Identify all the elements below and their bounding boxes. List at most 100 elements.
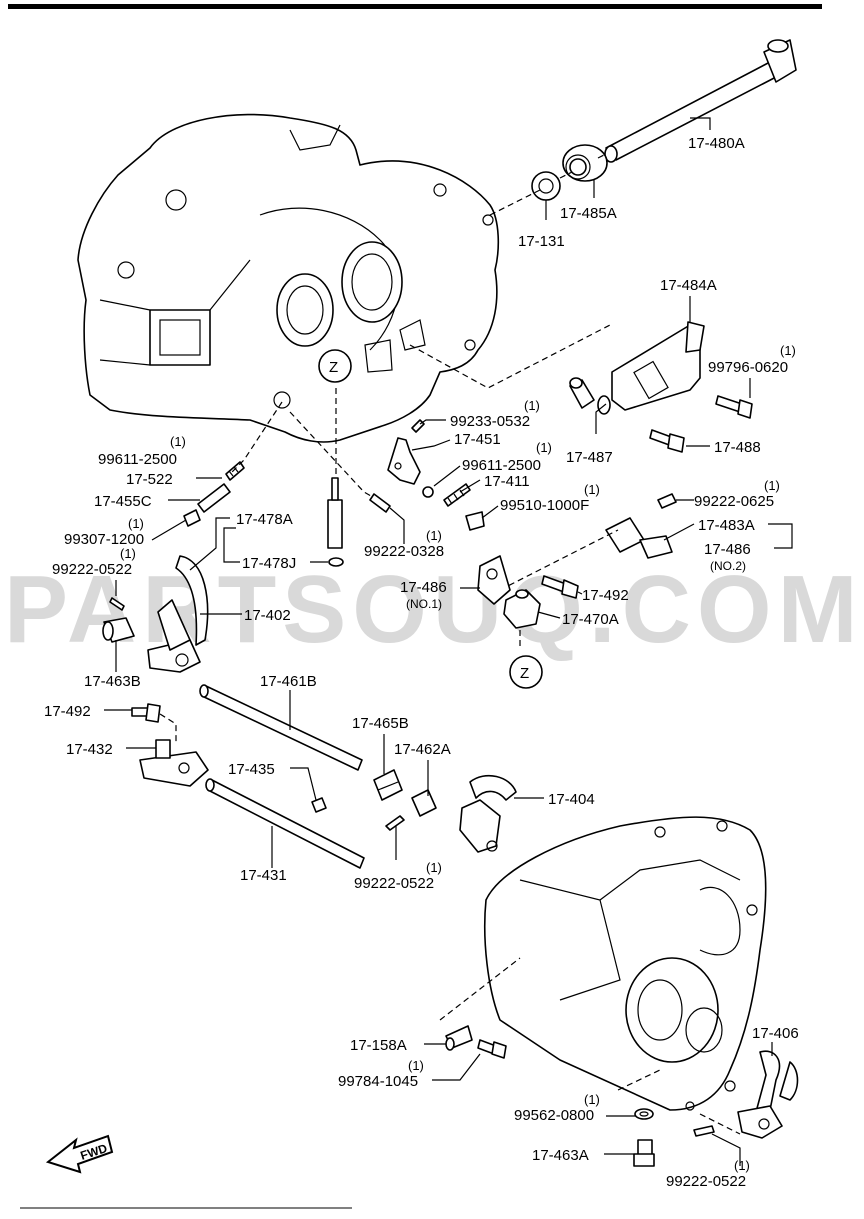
bracket-17-158A <box>445 1025 473 1051</box>
z-marker-upper: Z <box>318 349 352 383</box>
spacer-17-487 <box>569 377 611 415</box>
qty-99222-0522-b: (1) <box>426 860 442 875</box>
shift-rod-17-461B <box>199 684 363 771</box>
label-17-486-no1: 17-486 <box>400 579 447 596</box>
pin-99222-0625 <box>657 493 677 509</box>
label-17-131: 17-131 <box>518 233 565 250</box>
bolt-99784-1045 <box>477 1039 507 1059</box>
label-17-465B: 17-465B <box>352 715 409 732</box>
watermark-text: PARTSOUQ.COM <box>4 556 864 663</box>
qty-99222-0328: (1) <box>426 528 442 543</box>
label-17-486-no2: 17-486 <box>704 541 751 558</box>
label-99796-0620: 99796-0620 <box>708 359 788 376</box>
qty-99307-1200: (1) <box>128 516 144 531</box>
shift-head-17-465B <box>373 769 403 801</box>
qty-99510-1000F: (1) <box>584 482 600 497</box>
label-17-461B: 17-461B <box>260 673 317 690</box>
shift-rod-17-431 <box>205 778 365 869</box>
top-border <box>8 4 822 9</box>
label-99222-0522-a: 99222-0522 <box>52 561 132 578</box>
arm-17-483A <box>605 517 673 559</box>
qty-99796-0620: (1) <box>780 343 796 358</box>
qty-99611-2500-a: (1) <box>536 440 552 455</box>
qty-99222-0522-c: (1) <box>734 1158 750 1173</box>
bolt-17-492-lower <box>131 703 161 723</box>
bolt-17-463A <box>633 1139 655 1167</box>
washer-99562-0800 <box>634 1108 654 1120</box>
label-17-158A: 17-158A <box>350 1037 407 1054</box>
label-17-487: 17-487 <box>566 449 613 466</box>
label-99562-0800: 99562-0800 <box>514 1107 594 1124</box>
label-17-431: 17-431 <box>240 867 287 884</box>
part-labels: 17-480A 17-485A 17-131 17-484A (1) 99796… <box>44 135 799 1190</box>
bolt-17-492-upper <box>541 575 579 599</box>
fork-17-402 <box>147 555 209 673</box>
label-17-455C: 17-455C <box>94 493 152 510</box>
label-17-480A: 17-480A <box>688 135 745 152</box>
qty-99222-0522-a: (1) <box>120 546 136 561</box>
boot-17-485A <box>562 144 608 182</box>
interlock-17-463B <box>102 617 135 643</box>
fork-17-406 <box>737 1050 799 1139</box>
gate-plate-17-484A <box>611 321 705 411</box>
label-17-492-b: 17-492 <box>44 703 91 720</box>
qty-99222-0625: (1) <box>764 478 780 493</box>
transmission-case <box>484 816 767 1111</box>
block-17-470A <box>503 589 541 629</box>
label-17-478A: 17-478A <box>236 511 293 528</box>
svg-text:Z: Z <box>329 359 338 376</box>
label-17-435: 17-435 <box>228 761 275 778</box>
label-17-462A: 17-462A <box>394 741 451 758</box>
label-99510-1000F: 99510-1000F <box>500 497 589 514</box>
label-17-522: 17-522 <box>126 471 173 488</box>
label-99222-0328: 99222-0328 <box>364 543 444 560</box>
qty-99784-1045: (1) <box>408 1058 424 1073</box>
label-99784-1045: 99784-1045 <box>338 1073 418 1090</box>
label-99222-0625: 99222-0625 <box>694 493 774 510</box>
ball-17-435 <box>311 797 327 813</box>
bolt-99796-0620 <box>715 395 753 419</box>
label-17-470A: 17-470A <box>562 611 619 628</box>
label-17-406: 17-406 <box>752 1025 799 1042</box>
svg-text:Z: Z <box>520 665 529 682</box>
pin-17-455C <box>197 483 231 513</box>
label-99307-1200: 99307-1200 <box>64 531 144 548</box>
lever-17-486-no1 <box>477 555 511 605</box>
bolt-17-488 <box>649 429 685 453</box>
shift-rod-17-480A <box>604 39 797 163</box>
label-17-404: 17-404 <box>548 791 595 808</box>
plug-99307-1200 <box>183 509 201 527</box>
z-marker-lower: Z <box>509 655 543 689</box>
seal-17-131 <box>531 171 561 201</box>
qty-99562-0800: (1) <box>584 1092 600 1107</box>
label-17-484A: 17-484A <box>660 277 717 294</box>
label-17-451: 17-451 <box>454 431 501 448</box>
qty-99233-0532: (1) <box>524 398 540 413</box>
label-17-463B: 17-463B <box>84 673 141 690</box>
label-99233-0532: 99233-0532 <box>450 413 530 430</box>
label-99222-0522-b: 99222-0522 <box>354 875 434 892</box>
shift-head-17-462A <box>411 789 437 817</box>
bracket-17-432 <box>139 739 209 787</box>
label-17-485A: 17-485A <box>560 205 617 222</box>
label-17-492-a: 17-492 <box>582 587 629 604</box>
label-17-478J: 17-478J <box>242 555 296 572</box>
label-17-483A: 17-483A <box>698 517 755 534</box>
qty-99611-2500-b: (1) <box>170 434 186 449</box>
fwd-arrow-icon: FWD <box>45 1134 114 1174</box>
fork-17-404 <box>459 774 517 853</box>
spring-17-522 <box>225 461 245 481</box>
label-99611-2500-b: 99611-2500 <box>98 451 177 468</box>
pin-99222-0522-middle <box>385 815 405 831</box>
note-no1: (NO.1) <box>406 597 442 611</box>
label-17-432: 17-432 <box>66 741 113 758</box>
pin-99222-0522-upper <box>109 597 125 611</box>
label-17-463A: 17-463A <box>532 1147 589 1164</box>
label-17-411: 17-411 <box>484 473 530 490</box>
shift-lever-17-478A <box>327 477 344 567</box>
clutch-housing <box>77 113 500 443</box>
label-99611-2500-a: 99611-2500 <box>462 457 541 474</box>
note-no2: (NO.2) <box>710 559 746 573</box>
